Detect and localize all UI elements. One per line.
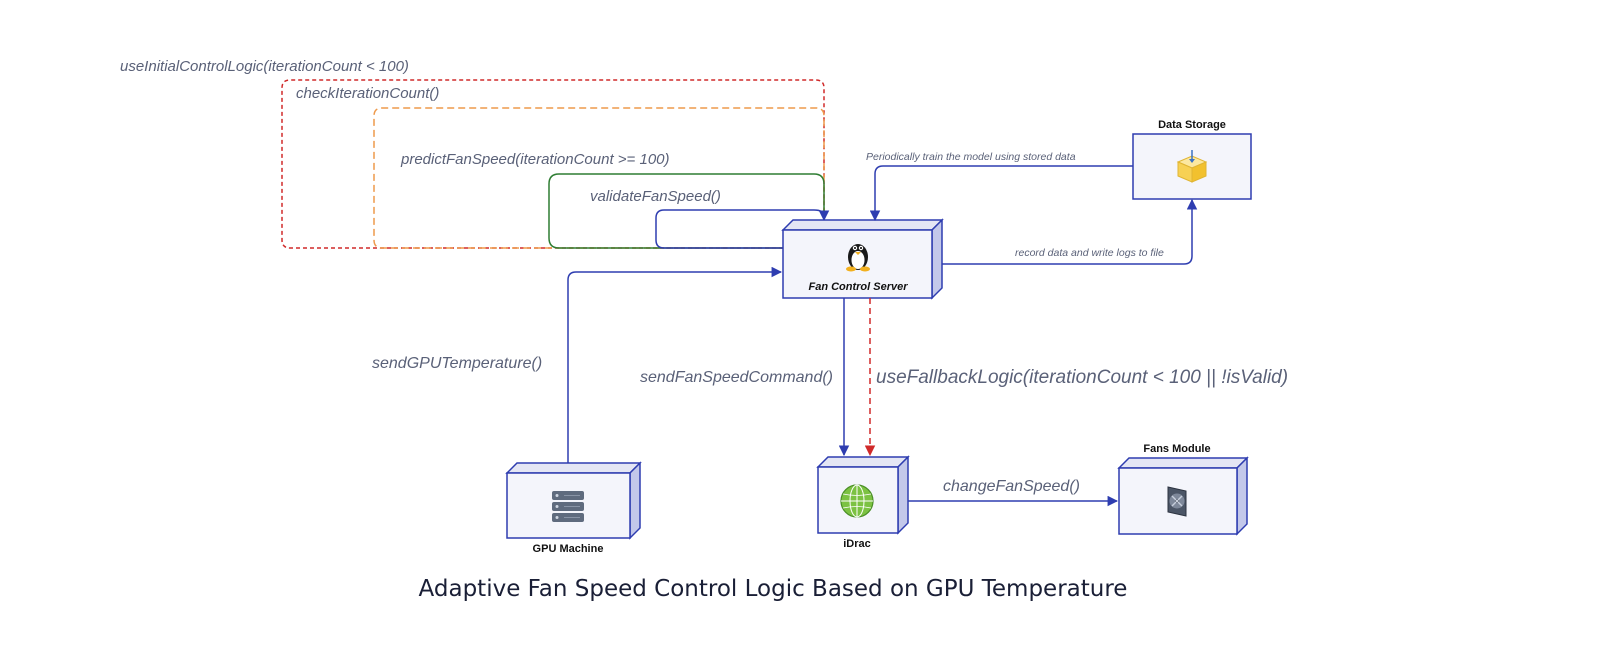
use-initial-loop-path <box>281 79 825 249</box>
validate-fan-speed-loop-path <box>655 209 830 249</box>
predict-fan-speed-label: predictFanSpeed(iterationCount >= 100) <box>400 151 670 168</box>
change-fan-speed-label: changeFanSpeed() <box>943 478 1080 495</box>
linux-tux-icon <box>846 244 870 272</box>
record-data-arrow <box>942 198 1198 265</box>
data-storage-node[interactable]: Data Storage <box>1132 119 1252 200</box>
check-iteration-loop-path <box>373 107 825 249</box>
gpu-machine-label: GPU Machine <box>533 543 604 555</box>
send-gpu-temp-label: sendGPUTemperature() <box>372 355 542 372</box>
network-globe-icon <box>840 484 874 518</box>
idrac-label: iDrac <box>843 538 871 550</box>
fans-module-label: Fans Module <box>1143 443 1210 455</box>
fan-control-server-label: Fan Control Server <box>808 281 908 293</box>
package-box-icon <box>1176 150 1208 183</box>
predict-fan-speed-loop-path <box>548 173 825 249</box>
server-rack-icon <box>552 491 584 522</box>
record-data-label: record data and write logs to file <box>1015 247 1164 259</box>
data-storage-label: Data Storage <box>1158 119 1226 131</box>
send-fan-cmd-label: sendFanSpeedCommand() <box>640 369 833 386</box>
use-fallback-label: useFallbackLogic(iterationCount < 100 ||… <box>876 367 1288 388</box>
periodic-train-label: Periodically train the model using store… <box>866 151 1076 163</box>
validate-fan-speed-label: validateFanSpeed() <box>590 188 721 205</box>
send-gpu-temp-arrow <box>567 266 783 463</box>
fan-control-server-node[interactable]: Fan Control Server <box>781 218 944 300</box>
diagram-title: Adaptive Fan Speed Control Logic Based o… <box>419 576 1128 602</box>
fan-icon <box>1167 486 1187 517</box>
gpu-machine-node[interactable]: GPU Machine <box>505 461 642 555</box>
idrac-node[interactable]: iDrac <box>816 455 910 550</box>
use-initial-label: useInitialControlLogic(iterationCount < … <box>120 58 409 75</box>
check-iteration-label: checkIterationCount() <box>296 85 439 102</box>
periodic-train-arrow <box>869 165 1133 222</box>
fans-module-node[interactable]: Fans Module <box>1117 443 1249 536</box>
